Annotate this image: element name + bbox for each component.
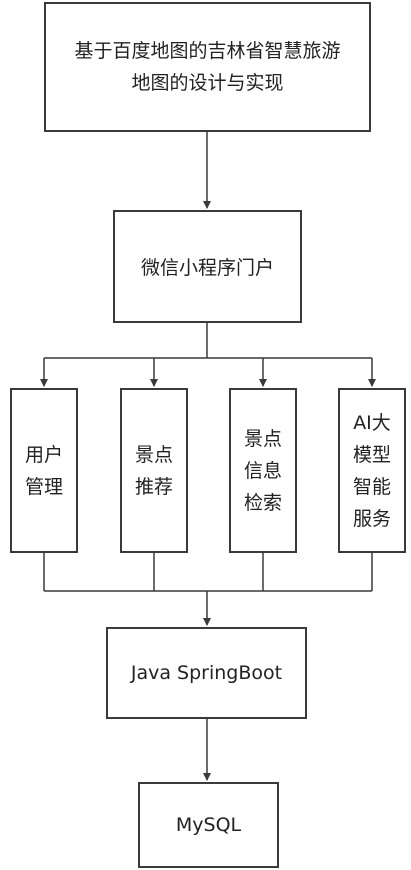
title-node: 基于百度地图的吉林省智慧旅游地图的设计与实现 <box>44 2 371 132</box>
module-scenic-search: 景点信息检索 <box>229 388 297 553</box>
module-user-management: 用户管理 <box>10 388 78 553</box>
portal-node-label: 微信小程序门户 <box>140 257 274 279</box>
backend-node: Java SpringBoot <box>106 627 307 719</box>
module-label: AI大模型智能服务 <box>352 411 391 530</box>
portal-node: 微信小程序门户 <box>113 210 302 323</box>
module-label: 用户管理 <box>24 443 63 498</box>
module-label: 景点推荐 <box>134 443 173 498</box>
title-node-label: 基于百度地图的吉林省智慧旅游地图的设计与实现 <box>74 40 341 94</box>
database-node-label: MySQL <box>175 814 242 836</box>
module-ai-service: AI大模型智能服务 <box>338 388 406 553</box>
module-scenic-recommendation: 景点推荐 <box>120 388 188 553</box>
backend-node-label: Java SpringBoot <box>130 662 283 684</box>
database-node: MySQL <box>138 782 279 868</box>
module-label: 景点信息检索 <box>243 427 282 514</box>
